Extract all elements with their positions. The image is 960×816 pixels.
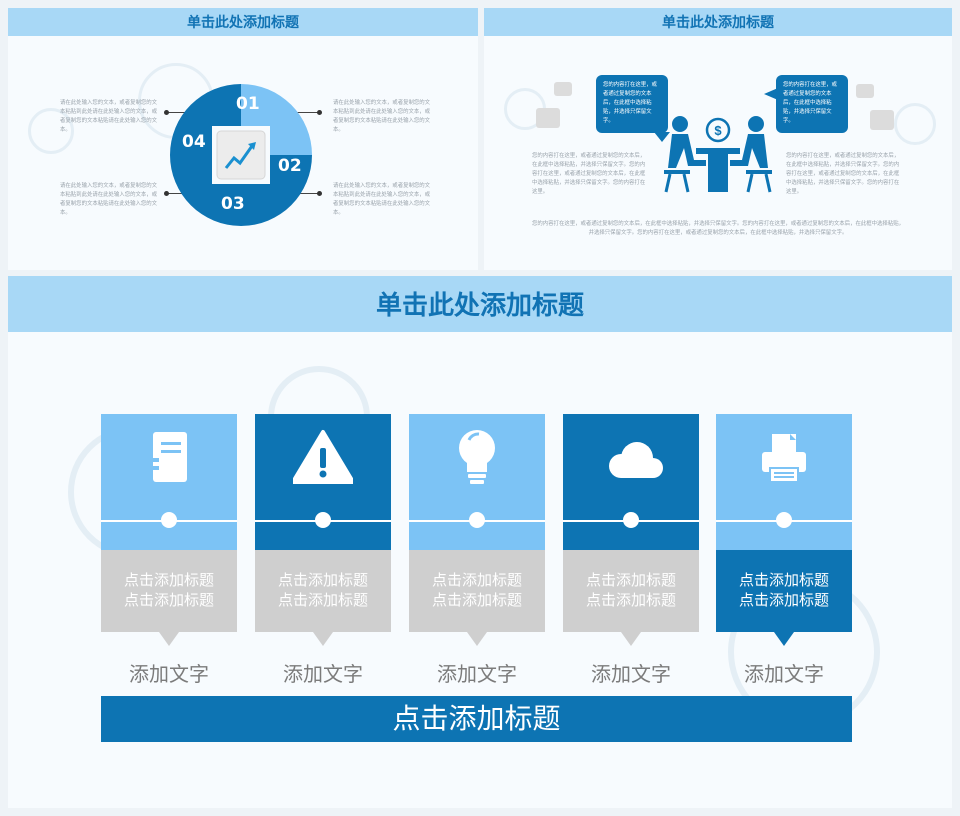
caption-pointer — [159, 632, 179, 646]
card-subtext[interactable]: 添加文字 — [437, 662, 517, 686]
slide-title[interactable]: 单击此处添加标题 — [484, 8, 952, 36]
card-caption[interactable]: 点击添加标题 点击添加标题 — [563, 550, 699, 632]
card-caption[interactable]: 点击添加标题 点击添加标题 — [255, 550, 391, 632]
chat-icon — [536, 108, 560, 128]
segment-01-shape — [170, 84, 241, 155]
svg-text:$: $ — [714, 123, 722, 138]
timeline-node[interactable] — [469, 512, 485, 528]
business-meeting-icon: $ — [664, 116, 772, 193]
segmented-circle-diagram — [170, 84, 312, 226]
chart-up-icon — [224, 145, 254, 169]
caption-pointer — [774, 632, 794, 646]
text-block-bottom-right[interactable]: 请在此处输入您的文本，或者复制您的文本粘贴到此处请在此处输入您的文本，或者复制您… — [333, 183, 431, 216]
speech-bubble-left[interactable]: 您的内容打在这里，或者通过复制您的文本后，在此框中选择粘贴，并选择只保留文字。 — [596, 75, 668, 133]
text-block-bottom-left[interactable]: 请在此处输入您的文本，或者复制您的文本粘贴到此处请在此处输入您的文本，或者复制您… — [60, 183, 158, 216]
caption-pointer — [467, 632, 487, 646]
bubble-tail — [764, 88, 778, 100]
chat-icon — [870, 110, 894, 130]
cloud-icon — [609, 442, 663, 478]
timeline-node[interactable] — [623, 512, 639, 528]
segment-label-02: 02 — [278, 156, 302, 176]
text-block-left[interactable]: 您的内容打在这里，或者通过复制您的文本后，在此框中选择粘贴，并选择只保留文字。您… — [532, 153, 646, 195]
warning-icon — [293, 430, 353, 484]
timeline-node[interactable] — [161, 512, 177, 528]
segment-label-03: 03 — [221, 194, 245, 214]
segment-02-shape — [241, 84, 312, 155]
timeline-node[interactable] — [315, 512, 331, 528]
document-icon — [153, 432, 187, 482]
card-subtext[interactable]: 添加文字 — [283, 662, 363, 686]
segment-label-01: 01 — [236, 94, 260, 114]
printer-icon — [762, 434, 806, 483]
card-subtext[interactable]: 添加文字 — [129, 662, 209, 686]
caption-pointer — [313, 632, 333, 646]
card-caption[interactable]: 点击添加标题 点击添加标题 — [409, 550, 545, 632]
lightbulb-icon — [459, 430, 495, 484]
card-subtext[interactable]: 添加文字 — [591, 662, 671, 686]
chat-icon — [856, 84, 874, 98]
bubble-tail — [654, 132, 670, 142]
background-decoration — [28, 108, 74, 154]
bottom-title-bar[interactable]: 点击添加标题 — [101, 696, 852, 742]
speech-bubble-right[interactable]: 您的内容打在这里，或者通过复制您的文本后，在此框中选择粘贴，并选择只保留文字。 — [776, 75, 848, 133]
card-caption[interactable]: 点击添加标题 点击添加标题 — [101, 550, 237, 632]
slide-1[interactable]: 单击此处添加标题 请在此处输入您的文本，或者复制您的文本粘贴到此处请在此处输入您… — [8, 8, 478, 270]
center-box — [216, 130, 266, 180]
text-block-right[interactable]: 您的内容打在这里，或者通过复制您的文本后，在此框中选择粘贴，并选择只保留文字。您… — [786, 153, 900, 195]
card-subtext[interactable]: 添加文字 — [744, 662, 824, 686]
chat-icon — [554, 82, 572, 96]
segment-04-shape — [170, 155, 241, 226]
text-block-top-left[interactable]: 请在此处输入您的文本，或者复制您的文本粘贴到此处请在此处输入您的文本，或者复制您… — [60, 100, 158, 133]
slide-title[interactable]: 单击此处添加标题 — [8, 8, 478, 36]
timeline-node[interactable] — [776, 512, 792, 528]
segment-label-04: 04 — [182, 132, 206, 152]
slide-3[interactable]: 单击此处添加标题 点击添加标题 点击添加标题 添加文字 点击添加标题 点击添加标… — [8, 276, 952, 808]
text-block-bottom[interactable]: 您的内容打在这里，或者通过复制您的文本后，在此框中选择粘贴，并选择只保留文字。您… — [532, 221, 904, 236]
slide-title[interactable]: 单击此处添加标题 — [8, 276, 952, 332]
caption-pointer — [621, 632, 641, 646]
background-decoration — [894, 103, 936, 145]
card-caption[interactable]: 点击添加标题 点击添加标题 — [716, 550, 852, 632]
segment-03-shape — [241, 155, 312, 226]
slide-2[interactable]: 单击此处添加标题 您的内容打在这里，或者通过复制您的文本后，在此框中选择粘贴，并… — [484, 8, 952, 270]
text-block-top-right[interactable]: 请在此处输入您的文本，或者复制您的文本粘贴到此处请在此处输入您的文本，或者复制您… — [333, 100, 431, 133]
